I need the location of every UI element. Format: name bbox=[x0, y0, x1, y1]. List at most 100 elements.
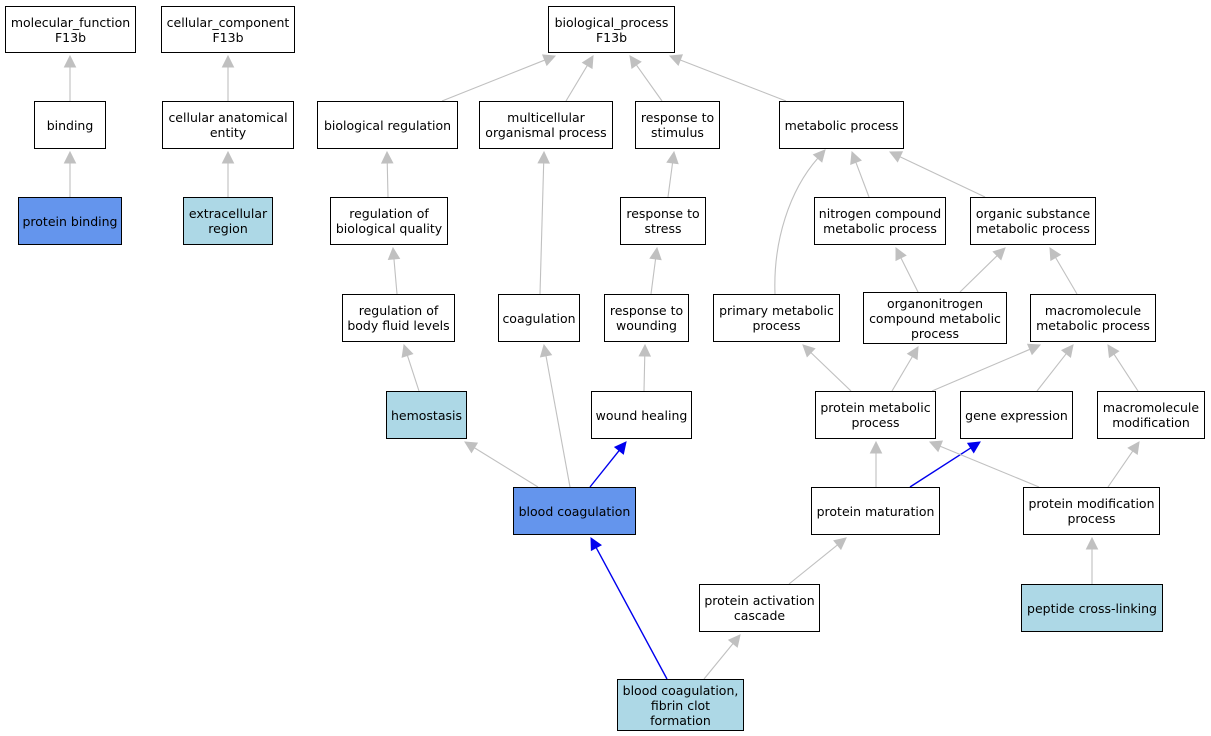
node-protein-maturation[interactable]: protein maturation bbox=[811, 487, 940, 535]
edge-macromolecule-metabolic-process-to-organic-substance-metabolic-process bbox=[1049, 247, 1078, 295]
edge-line bbox=[539, 162, 545, 295]
arrowhead bbox=[537, 150, 550, 164]
node-protein-metabolic-process[interactable]: protein metabolic process bbox=[815, 391, 936, 439]
arrowhead bbox=[833, 537, 847, 551]
arrowhead bbox=[992, 247, 1006, 261]
node-cellular-anatomical-entity[interactable]: cellular anatomical entity bbox=[162, 101, 294, 149]
node-regulation-of-biological-quality[interactable]: regulation of biological quality bbox=[330, 197, 448, 245]
node-response-to-stress[interactable]: response to stress bbox=[620, 197, 706, 245]
node-response-to-stimulus[interactable]: response to stimulus bbox=[635, 101, 720, 149]
node-metabolic-process[interactable]: metabolic process bbox=[779, 101, 904, 149]
node-primary-metabolic-process[interactable]: primary metabolic process bbox=[713, 294, 840, 342]
edge-protein-metabolic-process-to-organonitrogen-compound-metabolic-process bbox=[891, 346, 919, 392]
edge-regulation-of-biological-quality-to-biological-regulation bbox=[380, 150, 394, 198]
edge-line bbox=[643, 355, 646, 392]
edge-line bbox=[703, 643, 734, 680]
arrowhead bbox=[812, 149, 826, 163]
arrowhead bbox=[63, 150, 77, 164]
arrowhead bbox=[668, 54, 684, 67]
edge-biological-regulation-to-bp-root bbox=[441, 54, 557, 102]
node-nitrogen-compound-metabolic-process[interactable]: nitrogen compound metabolic process bbox=[814, 197, 946, 245]
edge-line bbox=[595, 547, 668, 680]
arrowhead bbox=[1107, 344, 1120, 359]
node-macromolecule-metabolic-process[interactable]: macromolecule metabolic process bbox=[1030, 294, 1156, 342]
edge-line bbox=[545, 355, 571, 488]
edge-line bbox=[931, 348, 1031, 392]
edge-line bbox=[667, 162, 674, 198]
edge-line bbox=[900, 257, 919, 293]
node-gene-expression[interactable]: gene expression bbox=[960, 391, 1073, 439]
edge-line bbox=[810, 352, 852, 392]
node-hemostasis[interactable]: hemostasis bbox=[386, 391, 467, 439]
arrowhead bbox=[380, 150, 394, 164]
node-biological-regulation[interactable]: biological regulation bbox=[317, 101, 458, 149]
node-blood-coagulation[interactable]: blood coagulation bbox=[513, 487, 636, 535]
node-organic-substance-metabolic-process[interactable]: organic substance metabolic process bbox=[970, 197, 1096, 245]
node-coagulation[interactable]: coagulation bbox=[498, 294, 580, 342]
node-response-to-wounding[interactable]: response to wounding bbox=[604, 294, 689, 342]
arrowhead bbox=[464, 441, 479, 454]
arrowhead bbox=[638, 343, 652, 357]
edge-line bbox=[909, 447, 972, 488]
arrowhead bbox=[966, 441, 981, 454]
edge-blood-coagulation-to-hemostasis bbox=[464, 441, 539, 488]
arrowhead bbox=[850, 150, 862, 165]
arrowhead bbox=[581, 55, 594, 70]
edge-protein-modification-process-to-macromolecule-modification bbox=[1107, 441, 1140, 488]
edge-peptide-cross-linking-to-protein-modification-process bbox=[1085, 536, 1099, 584]
edge-organic-substance-metabolic-process-to-metabolic-process bbox=[888, 151, 986, 198]
edge-coagulation-to-multicellular-organismal-process bbox=[537, 150, 550, 295]
edge-nitrogen-compound-metabolic-process-to-metabolic-process bbox=[850, 150, 870, 198]
edge-cellular-anatomical-entity-to-cc-root bbox=[221, 54, 235, 101]
node-peptide-cross-linking[interactable]: peptide cross-linking bbox=[1021, 584, 1163, 632]
edge-response-to-stress-to-response-to-stimulus bbox=[666, 150, 679, 198]
node-protein-activation-cascade[interactable]: protein activation cascade bbox=[699, 584, 820, 632]
arrowhead bbox=[666, 150, 679, 165]
edge-response-to-stimulus-to-bp-root bbox=[629, 55, 663, 102]
edge-organonitrogen-compound-metabolic-process-to-organic-substance-metabolic-process bbox=[959, 247, 1006, 293]
arrowhead bbox=[869, 440, 883, 454]
node-protein-binding[interactable]: protein binding bbox=[18, 197, 122, 245]
edge-line bbox=[959, 255, 998, 293]
arrowhead bbox=[401, 343, 414, 358]
edge-line bbox=[788, 544, 838, 585]
edge-multicellular-organismal-process-to-bp-root bbox=[565, 55, 594, 102]
arrowhead bbox=[727, 634, 741, 648]
node-molecular-function-root[interactable]: molecular_function F13b bbox=[5, 6, 136, 53]
node-blood-coagulation-fibrin-clot-formation[interactable]: blood coagulation, fibrin clot formation bbox=[617, 679, 744, 731]
arrowhead bbox=[1127, 441, 1140, 456]
edge-line bbox=[635, 64, 663, 102]
node-binding[interactable]: binding bbox=[34, 101, 106, 149]
edge-protein-activation-cascade-to-protein-maturation bbox=[788, 537, 847, 585]
node-regulation-of-body-fluid-levels[interactable]: regulation of body fluid levels bbox=[342, 294, 455, 342]
edge-primary-metabolic-process-to-metabolic-process bbox=[774, 149, 826, 295]
edge-line bbox=[1036, 353, 1067, 392]
arrowhead bbox=[1049, 247, 1062, 262]
arrowhead bbox=[221, 150, 235, 164]
edge-line bbox=[474, 447, 539, 488]
node-organonitrogen-compound-metabolic-process[interactable]: organonitrogen compound metabolic proces… bbox=[863, 292, 1007, 344]
node-wound-healing[interactable]: wound healing bbox=[591, 391, 692, 439]
edge-gene-expression-to-macromolecule-metabolic-process bbox=[1036, 344, 1074, 392]
node-protein-modification-process[interactable]: protein modification process bbox=[1023, 487, 1160, 535]
edge-line bbox=[393, 258, 398, 295]
node-cellular-component-root[interactable]: cellular_component F13b bbox=[161, 6, 295, 53]
edge-line bbox=[406, 355, 420, 392]
edge-protein-metabolic-process-to-macromolecule-metabolic-process bbox=[931, 343, 1042, 392]
arrowhead bbox=[1085, 536, 1099, 550]
node-extracellular-region[interactable]: extracellular region bbox=[183, 197, 273, 245]
edge-blood-coagulation-fibrin-clot-formation-to-blood-coagulation bbox=[590, 537, 668, 680]
edge-hemostasis-to-regulation-of-body-fluid-levels bbox=[401, 343, 420, 392]
node-multicellular-organismal-process[interactable]: multicellular organismal process bbox=[479, 101, 613, 149]
edge-line bbox=[680, 59, 787, 102]
node-biological-process-root[interactable]: biological_process F13b bbox=[548, 6, 675, 53]
edge-line bbox=[650, 258, 657, 295]
edge-line bbox=[565, 65, 588, 102]
edge-macromolecule-modification-to-macromolecule-metabolic-process bbox=[1107, 344, 1139, 392]
edge-line bbox=[899, 156, 986, 198]
node-macromolecule-modification[interactable]: macromolecule modification bbox=[1097, 391, 1205, 439]
arrowhead bbox=[590, 537, 603, 552]
arrowhead bbox=[63, 54, 77, 68]
